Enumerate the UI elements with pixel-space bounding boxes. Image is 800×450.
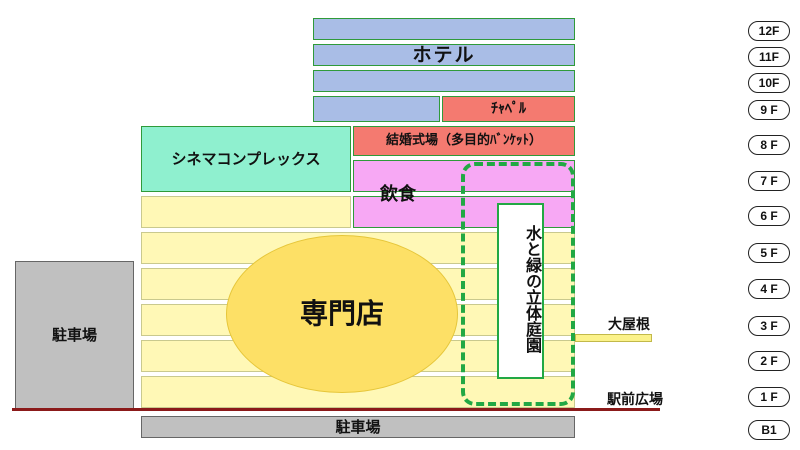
chapel-label: ﾁｬﾍﾟﾙ bbox=[491, 101, 526, 117]
basement-parking bbox=[141, 416, 575, 438]
floor-marker-4f: 4 F bbox=[748, 279, 790, 299]
specialty-shops-label: 専門店 bbox=[299, 297, 384, 330]
hotel-floor-12f bbox=[313, 18, 575, 40]
cinema-block bbox=[141, 126, 351, 192]
floor-marker-1f: 1 F bbox=[748, 387, 790, 407]
floor-marker-11f: 11F bbox=[748, 47, 790, 67]
floor-marker-5f: 5 F bbox=[748, 243, 790, 263]
ground-line bbox=[12, 408, 660, 411]
floor-marker-9f: 9 F bbox=[748, 100, 790, 120]
roof-bar bbox=[575, 334, 652, 342]
parking-label: 駐車場 bbox=[51, 326, 97, 344]
wedding-hall-label: 結婚式場（多目的ﾊﾞﾝｹｯﾄ） bbox=[385, 133, 542, 148]
garden-label-box: 水と緑の立体庭園 bbox=[497, 203, 544, 379]
basement-parking-label: 駐車場 bbox=[335, 418, 381, 436]
floor-marker-b1: B1 bbox=[748, 420, 790, 440]
floor-marker-12f: 12F bbox=[748, 21, 790, 41]
cinema-label: シネマコンプレックス bbox=[171, 150, 321, 168]
specialty-shops-oval bbox=[226, 235, 458, 393]
hotel-floor-11f bbox=[313, 44, 575, 66]
floor-marker-6f: 6 F bbox=[748, 206, 790, 226]
roof-label: 大屋根 bbox=[608, 317, 650, 333]
floor-marker-8f: 8 F bbox=[748, 135, 790, 155]
hotel-label: ホテル bbox=[412, 44, 476, 66]
parking-structure bbox=[15, 261, 134, 410]
floor-marker-3f: 3 F bbox=[748, 316, 790, 336]
floor-marker-7f: 7 F bbox=[748, 171, 790, 191]
hotel-floor-9f bbox=[313, 96, 440, 122]
hotel-floor-10f bbox=[313, 70, 575, 92]
floor-marker-2f: 2 F bbox=[748, 351, 790, 371]
station-plaza-label: 駅前広場 bbox=[607, 392, 663, 408]
green-garden-outline bbox=[461, 162, 575, 406]
wedding-hall-block bbox=[353, 126, 575, 156]
garden-label: 水と緑の立体庭園 bbox=[523, 225, 542, 353]
shop-floor-6f bbox=[141, 196, 351, 228]
floor-marker-10f: 10F bbox=[748, 73, 790, 93]
dining-label: 飲食 bbox=[380, 184, 416, 205]
chapel-block bbox=[442, 96, 575, 122]
